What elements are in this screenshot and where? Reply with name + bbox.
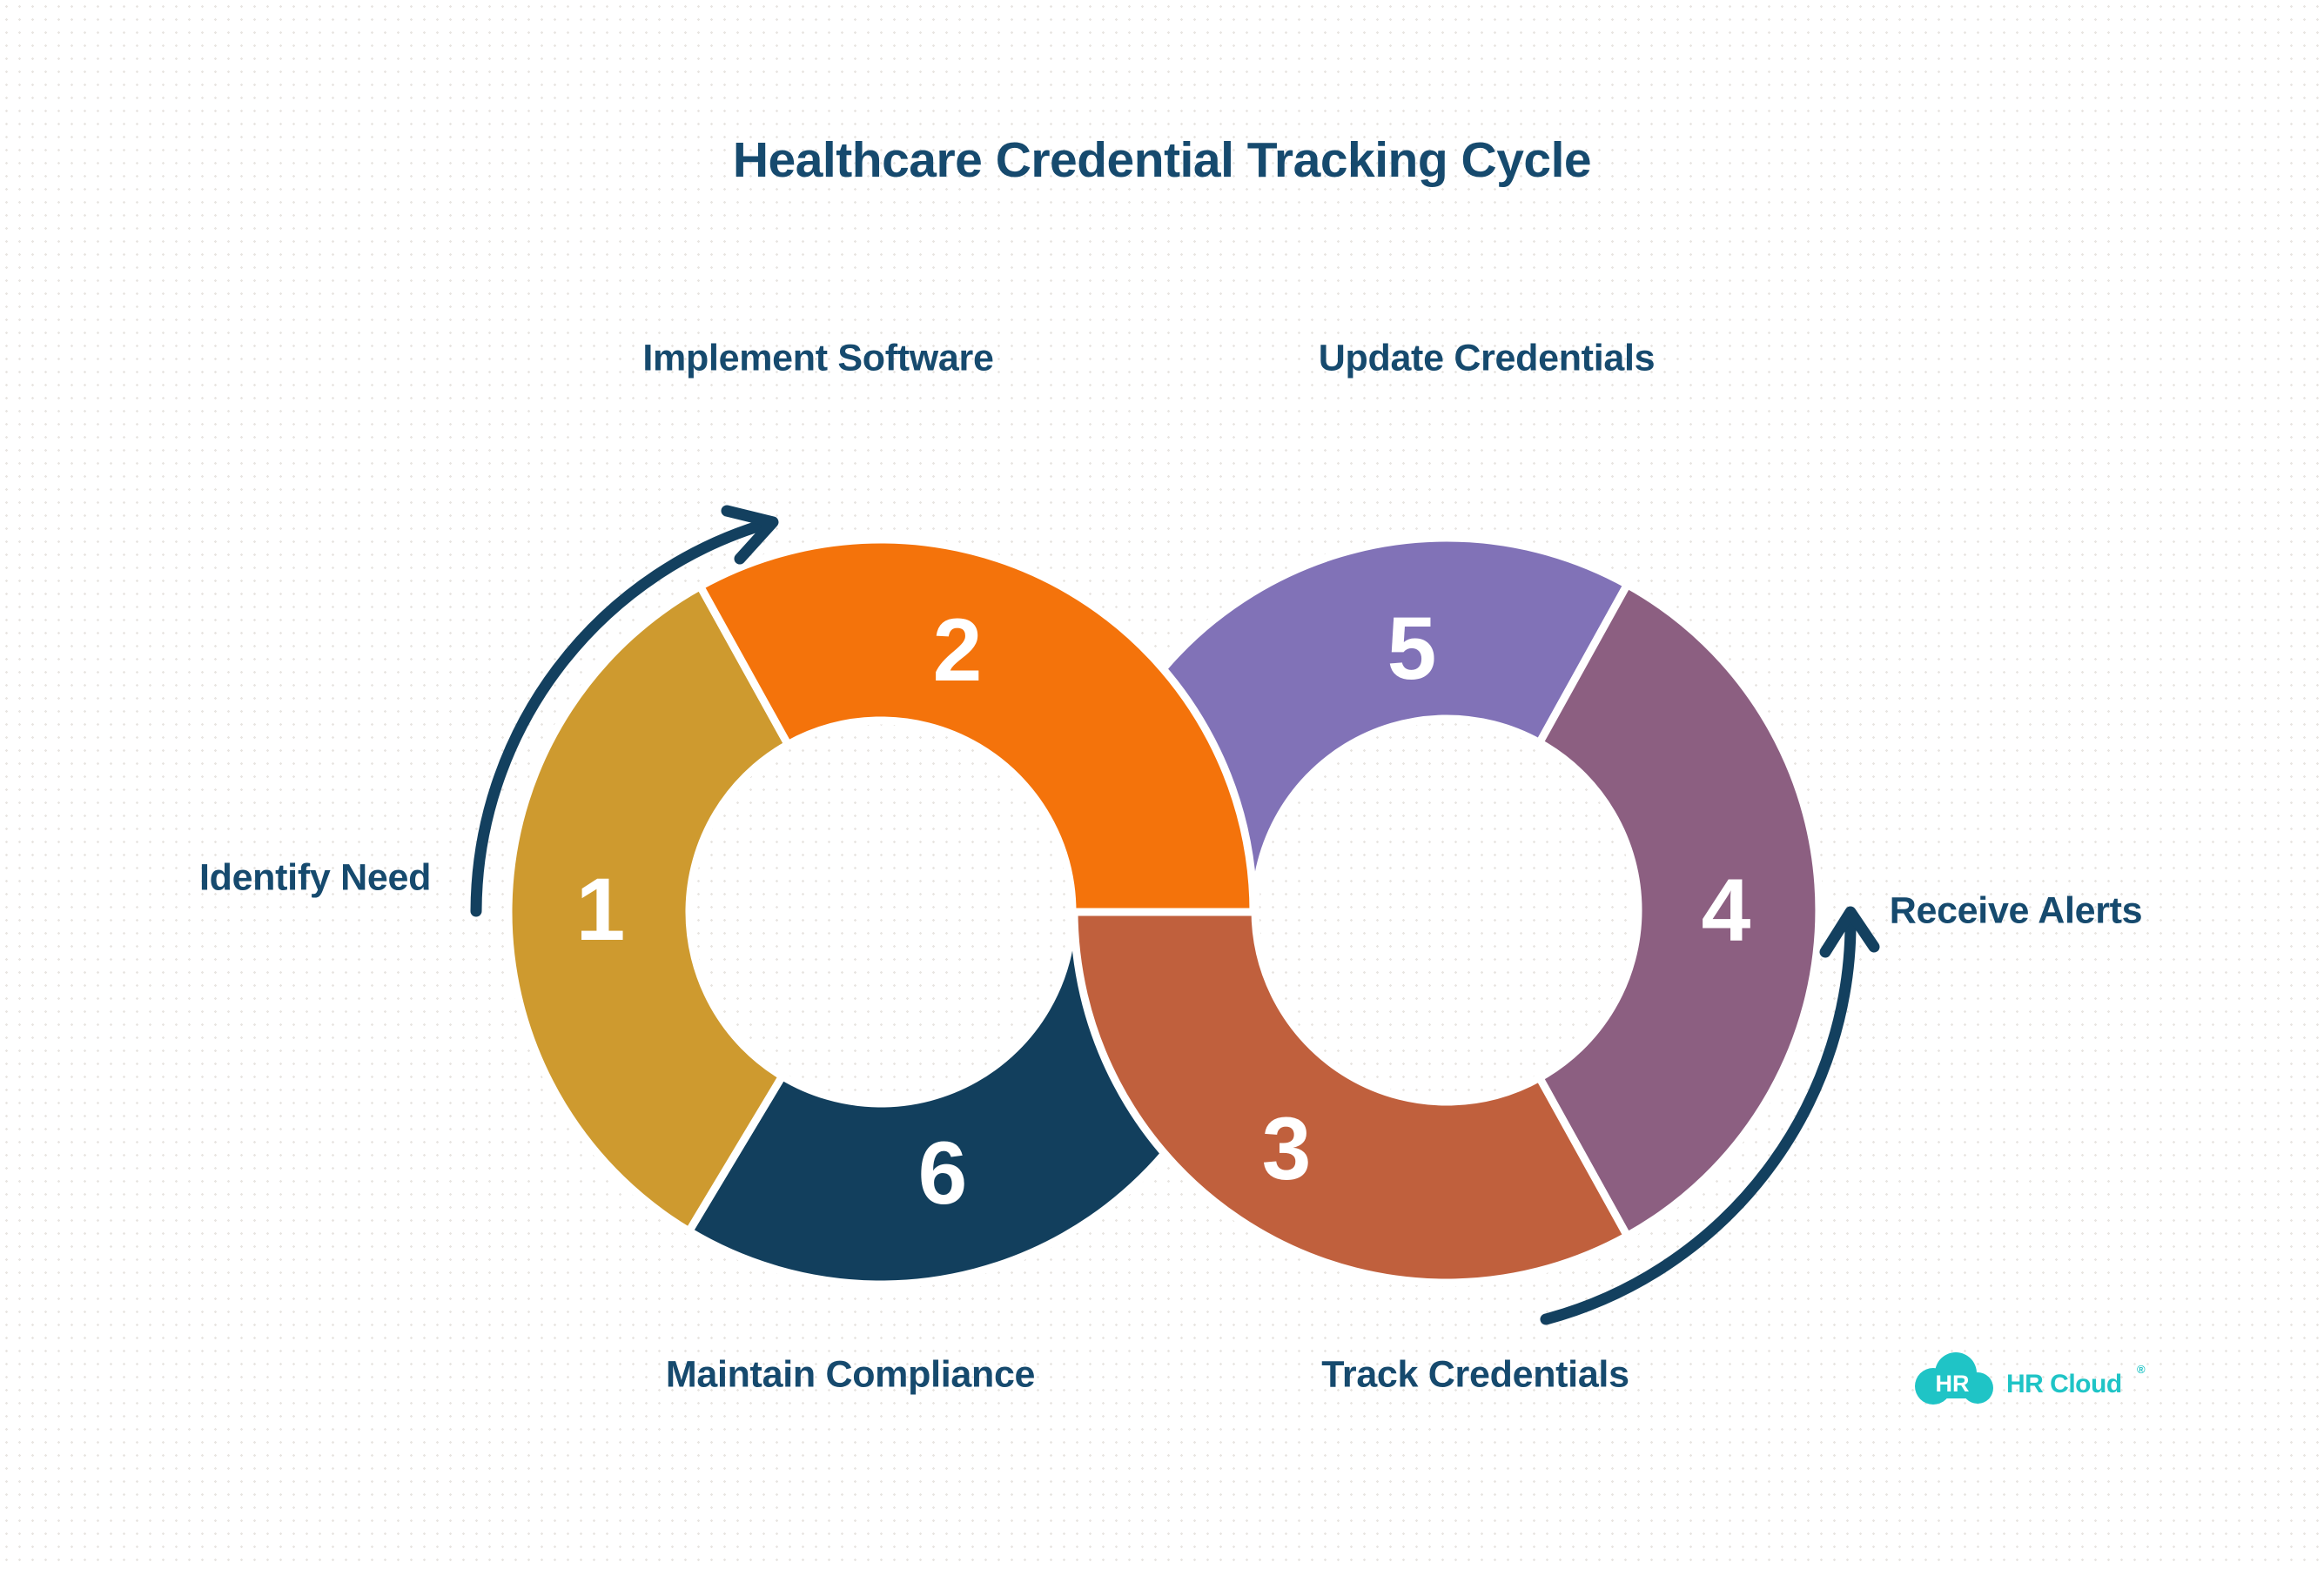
flow-arrow-bottom-right-head-icon <box>1819 906 1880 958</box>
ring-segments <box>504 533 1824 1289</box>
segment-numbers: 1 2 3 4 5 6 <box>576 599 1751 1223</box>
step-label-identify-need: Identify Need <box>198 856 432 899</box>
segment-number-3: 3 <box>1262 1099 1312 1198</box>
page-title: Healthcare Credential Tracking Cycle <box>732 132 1592 188</box>
hr-cloud-logo: HR HR Cloud ® <box>1915 1352 2146 1405</box>
segment-number-5: 5 <box>1387 599 1437 698</box>
segment-step-4-receive-alerts <box>1535 580 1824 1240</box>
logo-hr-monogram: HR <box>1936 1371 1970 1397</box>
logo-name: HR Cloud <box>2006 1370 2122 1398</box>
segment-step-3-track-credentials <box>1070 906 1631 1287</box>
cloud-icon <box>1915 1352 1993 1405</box>
segment-step-1-identify-need <box>504 582 792 1236</box>
flow-arrow-bottom-right <box>1540 909 1857 1325</box>
segment-number-1: 1 <box>576 860 626 959</box>
flow-arrows <box>470 505 1880 1325</box>
segment-number-4: 4 <box>1702 861 1751 960</box>
step-label-implement-software: Implement Software <box>642 337 994 379</box>
segment-number-2: 2 <box>933 600 983 700</box>
segment-number-6: 6 <box>918 1123 968 1223</box>
step-label-maintain-compliance: Maintain Compliance <box>665 1353 1036 1396</box>
flow-arrow-top-left <box>470 516 778 917</box>
step-label-update-credentials: Update Credentials <box>1318 337 1656 379</box>
flow-arrow-top-left-head-icon <box>721 505 779 565</box>
step-label-receive-alerts: Receive Alerts <box>1889 889 2143 932</box>
registered-trademark-icon: ® <box>2137 1363 2146 1376</box>
step-label-track-credentials: Track Credentials <box>1321 1353 1629 1396</box>
segment-step-2-implement-software <box>696 535 1258 916</box>
